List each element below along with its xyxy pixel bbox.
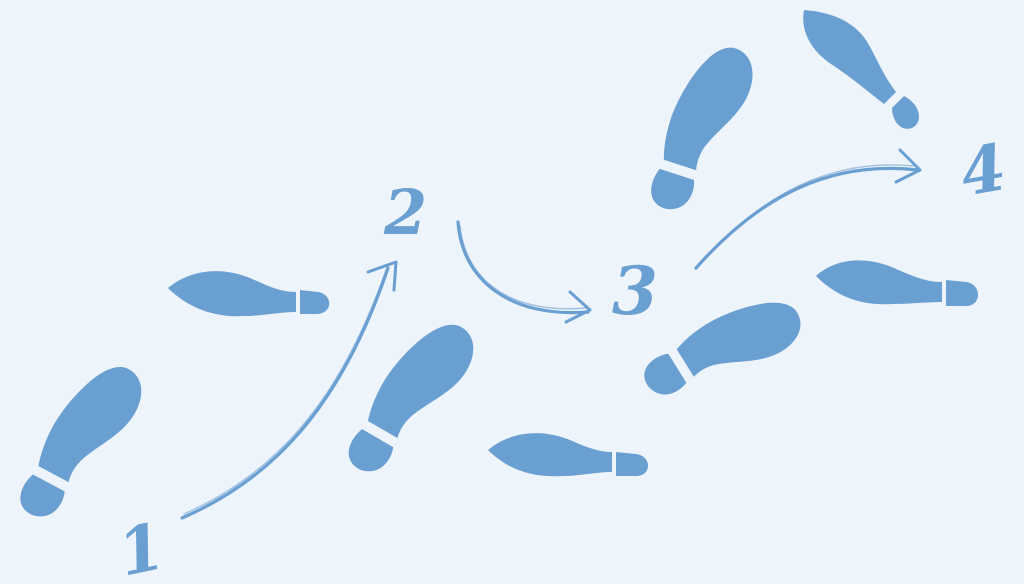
footprint-6 [637, 280, 811, 421]
step-label-3: 3 [612, 252, 658, 330]
arrow-3-to-4 [696, 150, 920, 268]
footprint-1 [12, 350, 152, 535]
step-label-4: 4 [955, 130, 1012, 212]
footprint-8 [816, 260, 978, 306]
footprint-7 [803, 10, 919, 129]
footprint-4 [488, 433, 648, 476]
step-label-2: 2 [383, 176, 427, 249]
arrow-2-to-3 [458, 222, 590, 322]
footprint-2 [168, 271, 329, 316]
footprint-5 [644, 36, 761, 222]
step-label-1: 1 [112, 509, 171, 584]
